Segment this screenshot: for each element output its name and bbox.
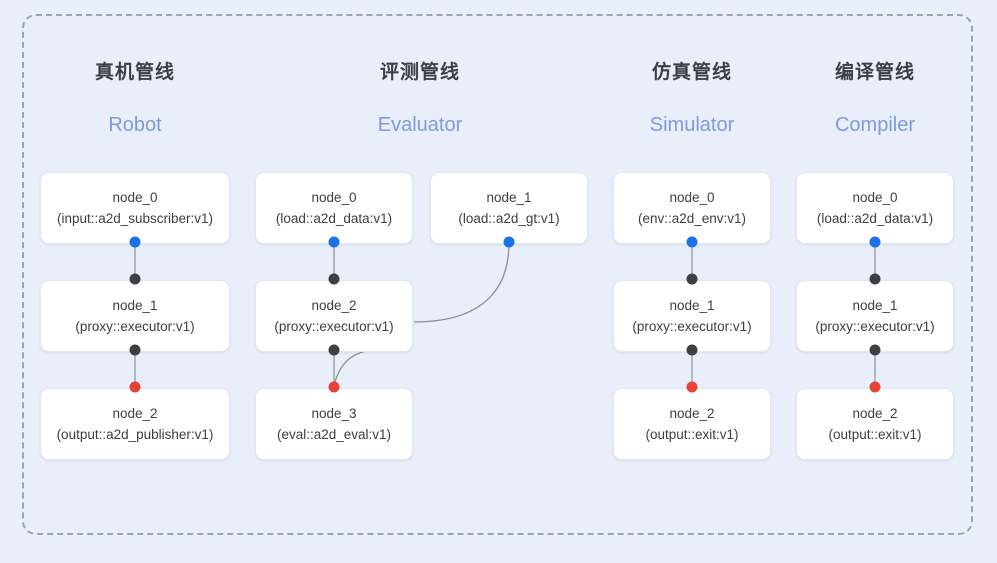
node-card[interactable]: node_2 (output::exit:v1) <box>796 388 954 460</box>
node-type: (input::a2d_subscriber:v1) <box>56 211 214 226</box>
input-port[interactable] <box>129 273 141 285</box>
output-port[interactable] <box>686 344 698 356</box>
output-port[interactable] <box>869 344 881 356</box>
sink-port[interactable] <box>328 381 340 393</box>
node-type: (proxy::executor:v1) <box>75 319 195 334</box>
node-type: (env::a2d_env:v1) <box>637 211 747 226</box>
node-type: (proxy::executor:v1) <box>632 319 752 334</box>
node-card[interactable]: node_1 (proxy::executor:v1) <box>796 280 954 352</box>
node-type: (output::a2d_publisher:v1) <box>56 427 214 442</box>
node-type: (load::a2d_gt:v1) <box>458 211 560 226</box>
node-id: node_2 <box>112 406 158 421</box>
node-card[interactable]: node_1 (proxy::executor:v1) <box>613 280 771 352</box>
node-id: node_1 <box>669 298 715 313</box>
node-type: (proxy::executor:v1) <box>815 319 935 334</box>
node-card[interactable]: node_2 (output::exit:v1) <box>613 388 771 460</box>
node-id: node_0 <box>112 190 158 205</box>
output-port[interactable] <box>129 344 141 356</box>
output-port[interactable] <box>328 344 340 356</box>
output-port[interactable] <box>686 236 698 248</box>
node-card[interactable]: node_1 (load::a2d_gt:v1) <box>430 172 588 244</box>
sink-port[interactable] <box>869 381 881 393</box>
node-id: node_1 <box>852 298 898 313</box>
node-card[interactable]: node_2 (proxy::executor:v1) <box>255 280 413 352</box>
node-card[interactable]: node_0 (input::a2d_subscriber:v1) <box>40 172 230 244</box>
output-port[interactable] <box>869 236 881 248</box>
pipeline-group-frame <box>22 14 973 535</box>
node-type: (output::exit:v1) <box>828 427 922 442</box>
output-port[interactable] <box>503 236 515 248</box>
node-id: node_2 <box>852 406 898 421</box>
node-id: node_2 <box>311 298 357 313</box>
node-card[interactable]: node_2 (output::a2d_publisher:v1) <box>40 388 230 460</box>
node-type: (load::a2d_data:v1) <box>816 211 934 226</box>
node-id: node_0 <box>852 190 898 205</box>
node-type: (eval::a2d_eval:v1) <box>276 427 392 442</box>
node-id: node_3 <box>311 406 357 421</box>
input-port[interactable] <box>686 273 698 285</box>
node-id: node_1 <box>112 298 158 313</box>
node-card[interactable]: node_0 (load::a2d_data:v1) <box>255 172 413 244</box>
node-card[interactable]: node_0 (env::a2d_env:v1) <box>613 172 771 244</box>
node-card[interactable]: node_3 (eval::a2d_eval:v1) <box>255 388 413 460</box>
node-type: (output::exit:v1) <box>645 427 739 442</box>
node-id: node_1 <box>486 190 532 205</box>
output-port[interactable] <box>328 236 340 248</box>
sink-port[interactable] <box>129 381 141 393</box>
node-id: node_0 <box>311 190 357 205</box>
node-type: (load::a2d_data:v1) <box>275 211 393 226</box>
node-card[interactable]: node_0 (load::a2d_data:v1) <box>796 172 954 244</box>
output-port[interactable] <box>129 236 141 248</box>
node-type: (proxy::executor:v1) <box>274 319 394 334</box>
node-id: node_0 <box>669 190 715 205</box>
sink-port[interactable] <box>686 381 698 393</box>
input-port[interactable] <box>869 273 881 285</box>
node-id: node_2 <box>669 406 715 421</box>
node-card[interactable]: node_1 (proxy::executor:v1) <box>40 280 230 352</box>
input-port[interactable] <box>328 273 340 285</box>
